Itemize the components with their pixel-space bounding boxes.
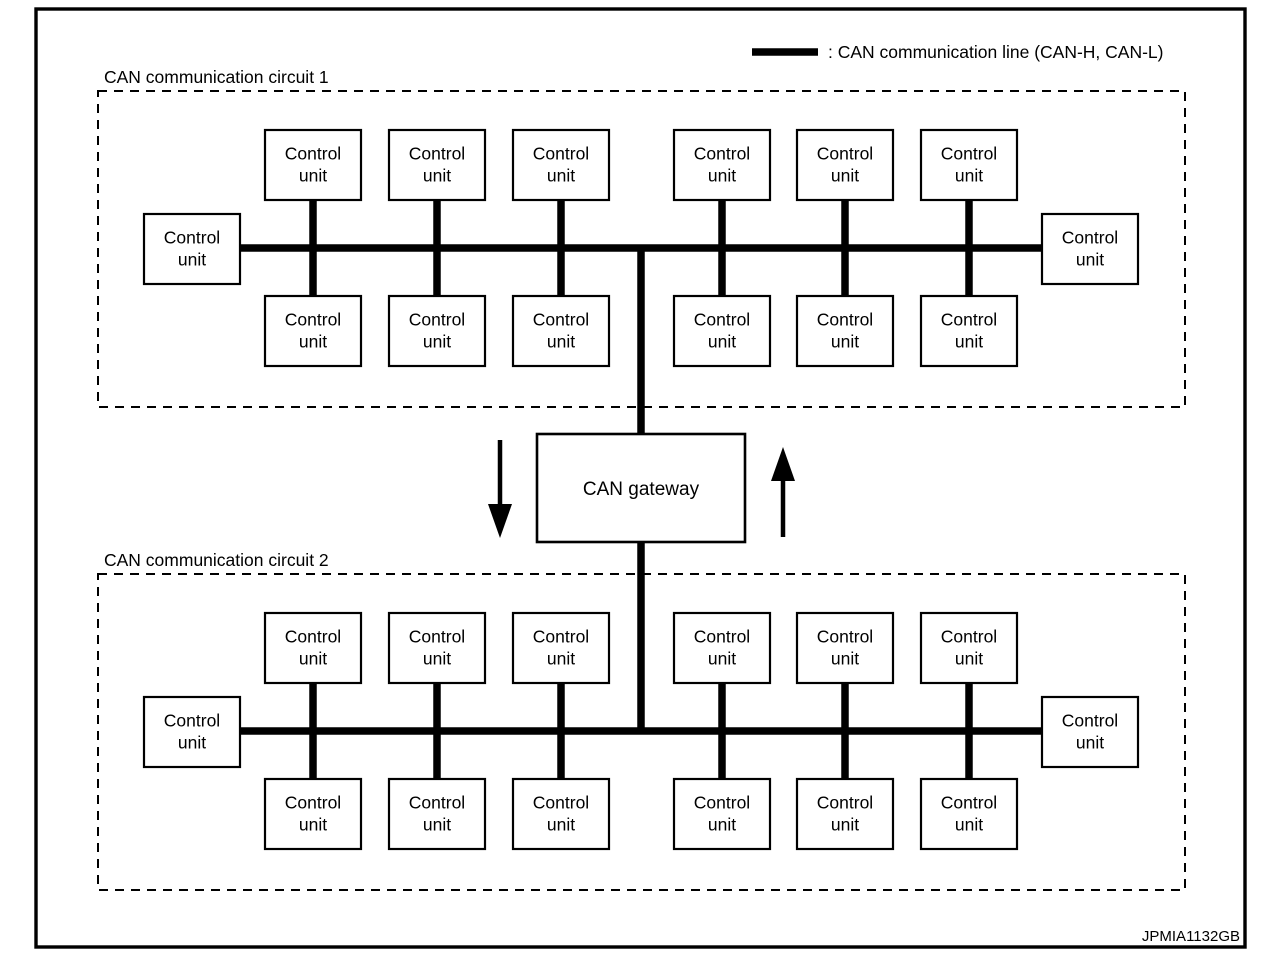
can-gateway[interactable]: CAN gateway [535,432,747,544]
unit-label-line1: Control [941,144,997,164]
unit-label-line2: unit [708,649,736,669]
circuit-1-bottom-unit-1[interactable]: Control unit [263,294,363,368]
circuit-1-bottom-unit-6[interactable]: Control unit [919,294,1019,368]
legend: : CAN communication line (CAN-H, CAN-L) [752,42,1164,62]
unit-label-line1: Control [164,228,220,248]
circuit-2-bottom-unit-2[interactable]: Control unit [387,777,487,851]
can-communication-circuit-1: CAN communication circuit 1 Control un [97,67,1186,408]
unit-label-line1: Control [533,627,589,647]
unit-label-line2: unit [955,815,983,835]
unit-label-line1: Control [533,144,589,164]
circuit-1-caption: CAN communication circuit 1 [104,67,329,87]
circuit-2-bottom-unit-6[interactable]: Control unit [919,777,1019,851]
unit-label-line2: unit [955,332,983,352]
circuit-2-bottom-unit-1[interactable]: Control unit [263,777,363,851]
circuit-2-top-unit-2[interactable]: Control unit [387,611,487,685]
circuit-2-top-unit-6[interactable]: Control unit [919,611,1019,685]
circuit-1-top-unit-2[interactable]: Control unit [387,128,487,202]
circuit-1-top-unit-3[interactable]: Control unit [511,128,611,202]
unit-label-line1: Control [533,310,589,330]
legend-label: : CAN communication line (CAN-H, CAN-L) [828,42,1164,62]
can-gateway-label: CAN gateway [583,479,700,500]
unit-label-line2: unit [831,649,859,669]
unit-label-line1: Control [694,627,750,647]
unit-label-line1: Control [285,627,341,647]
circuit-1-left-unit[interactable]: Control unit [142,212,242,286]
unit-label-line2: unit [299,332,327,352]
unit-label-line1: Control [409,144,465,164]
circuit-1-right-unit[interactable]: Control unit [1040,212,1140,286]
unit-label-line1: Control [941,310,997,330]
circuit-2-caption: CAN communication circuit 2 [104,550,329,570]
unit-label-line1: Control [817,310,873,330]
unit-label-line1: Control [533,793,589,813]
unit-label-line1: Control [1062,711,1118,731]
circuit-2-right-unit[interactable]: Control unit [1040,695,1140,769]
circuit-2-bottom-unit-5[interactable]: Control unit [795,777,895,851]
unit-label-line1: Control [817,627,873,647]
unit-label-line2: unit [547,332,575,352]
unit-label-line1: Control [285,793,341,813]
unit-label-line1: Control [941,793,997,813]
unit-label-line2: unit [423,332,451,352]
unit-label-line1: Control [409,627,465,647]
outer-frame [34,7,1247,949]
unit-label-line2: unit [423,815,451,835]
unit-label-line1: Control [941,627,997,647]
upward-flow-arrow [771,447,795,537]
unit-label-line2: unit [178,733,206,753]
circuit-1-bottom-unit-4[interactable]: Control unit [672,294,772,368]
unit-label-line2: unit [299,815,327,835]
unit-label-line1: Control [694,793,750,813]
circuit-2-top-unit-3[interactable]: Control unit [511,611,611,685]
unit-label-line2: unit [547,649,575,669]
unit-label-line2: unit [299,649,327,669]
unit-label-line2: unit [1076,733,1104,753]
unit-label-line2: unit [955,166,983,186]
unit-label-line2: unit [831,815,859,835]
circuit-2-bottom-unit-4[interactable]: Control unit [672,777,772,851]
circuit-2-left-unit[interactable]: Control unit [142,695,242,769]
unit-label-line2: unit [299,166,327,186]
circuit-1-boundary [97,90,1186,408]
circuit-2-bottom-unit-3[interactable]: Control unit [511,777,611,851]
circuit-1-bottom-unit-3[interactable]: Control unit [511,294,611,368]
circuit-1-top-unit-5[interactable]: Control unit [795,128,895,202]
unit-label-line1: Control [694,310,750,330]
circuit-1-top-unit-6[interactable]: Control unit [919,128,1019,202]
can-communication-circuit-2: CAN communication circuit 2 Control un [97,550,1186,891]
circuit-2-top-unit-5[interactable]: Control unit [795,611,895,685]
unit-label-line2: unit [831,332,859,352]
unit-label-line2: unit [547,815,575,835]
downward-flow-arrow [488,440,512,538]
circuit-2-top-unit-1[interactable]: Control unit [263,611,363,685]
circuit-1-bottom-unit-5[interactable]: Control unit [795,294,895,368]
unit-label-line2: unit [708,332,736,352]
unit-label-line1: Control [285,310,341,330]
circuit-1-top-unit-4[interactable]: Control unit [672,128,772,202]
unit-label-line2: unit [831,166,859,186]
figure-code: JPMIA1132GB [1142,928,1240,945]
unit-label-line2: unit [547,166,575,186]
unit-label-line1: Control [409,793,465,813]
unit-label-line2: unit [178,250,206,270]
circuit-2-boundary [97,573,1186,891]
unit-label-line2: unit [1076,250,1104,270]
unit-label-line2: unit [708,166,736,186]
unit-label-line1: Control [285,144,341,164]
unit-label-line1: Control [817,793,873,813]
unit-label-line1: Control [164,711,220,731]
circuit-1-top-unit-1[interactable]: Control unit [263,128,363,202]
unit-label-line2: unit [423,166,451,186]
unit-label-line2: unit [955,649,983,669]
unit-label-line1: Control [694,144,750,164]
unit-label-line1: Control [409,310,465,330]
unit-label-line1: Control [1062,228,1118,248]
circuit-2-top-unit-4[interactable]: Control unit [672,611,772,685]
unit-label-line2: unit [708,815,736,835]
unit-label-line1: Control [817,144,873,164]
circuit-1-bottom-unit-2[interactable]: Control unit [387,294,487,368]
unit-label-line2: unit [423,649,451,669]
